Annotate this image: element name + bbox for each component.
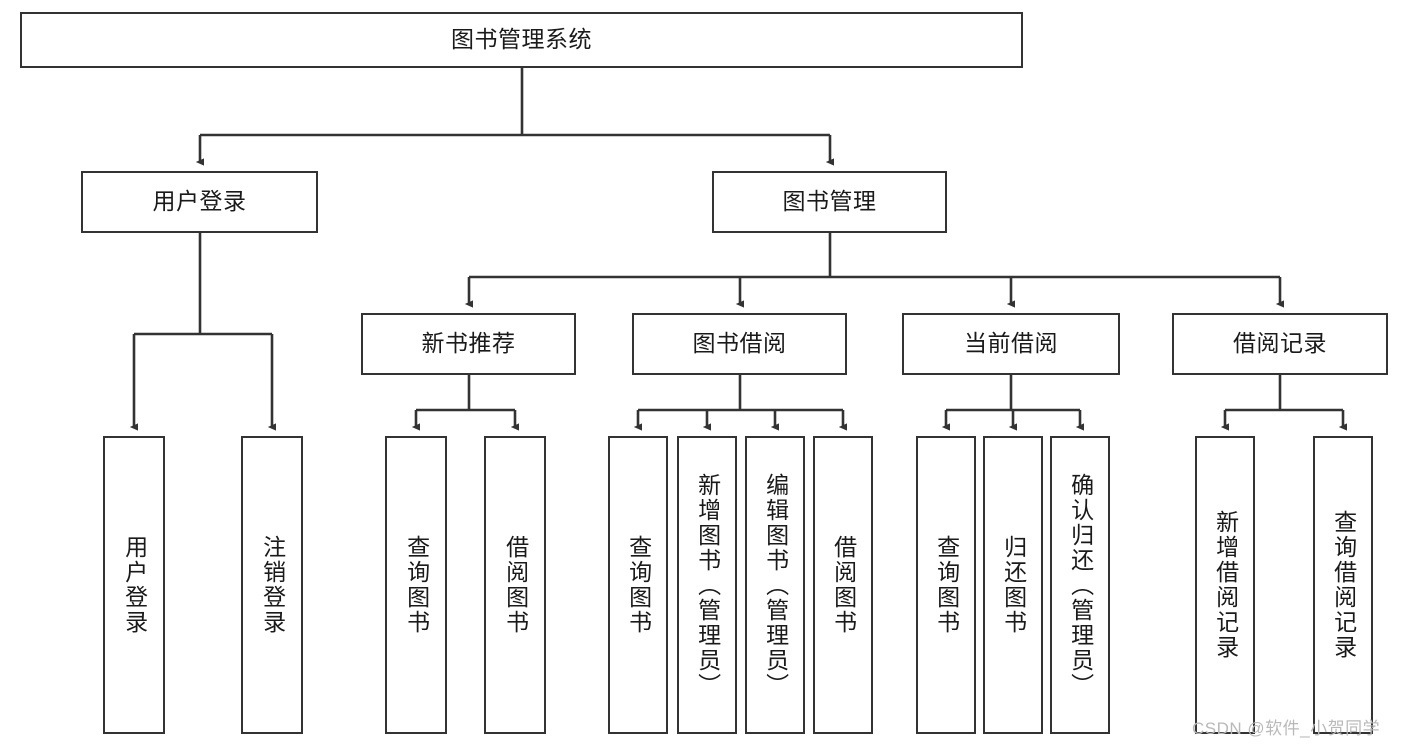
node-label: 借阅记录 (1233, 330, 1327, 357)
node-label: 图书管理系统 (451, 26, 592, 53)
node-label: 编辑图书（管理员） (762, 472, 789, 698)
node-book-manage[interactable]: 图书管理 (712, 171, 947, 233)
node-leaf-query-book-2[interactable]: 查询图书 (608, 436, 668, 734)
node-label: 新增借阅记录 (1212, 510, 1239, 660)
watermark-label: CSDN @软件_小贺同学 (1192, 719, 1381, 738)
node-leaf-add-book[interactable]: 新增图书（管理员） (677, 436, 737, 734)
node-label: 注销登录 (259, 535, 286, 635)
node-label: 查询借阅记录 (1330, 510, 1357, 660)
node-label: 查询图书 (625, 535, 652, 635)
node-root[interactable]: 图书管理系统 (20, 12, 1023, 68)
node-leaf-confirm-return[interactable]: 确认归还（管理员） (1050, 436, 1110, 734)
node-leaf-logout[interactable]: 注销登录 (241, 436, 303, 734)
node-label: 当前借阅 (964, 330, 1058, 357)
node-label: 查询图书 (403, 535, 430, 635)
node-leaf-add-record[interactable]: 新增借阅记录 (1195, 436, 1255, 734)
node-label: 借阅图书 (830, 535, 857, 635)
node-leaf-query-book-3[interactable]: 查询图书 (916, 436, 976, 734)
node-leaf-borrow-book-1[interactable]: 借阅图书 (484, 436, 546, 734)
node-label: 图书借阅 (692, 330, 787, 357)
node-leaf-borrow-book-2[interactable]: 借阅图书 (813, 436, 873, 734)
node-current-borrow[interactable]: 当前借阅 (902, 313, 1120, 375)
node-leaf-return-book[interactable]: 归还图书 (983, 436, 1043, 734)
node-label: 用户登录 (152, 188, 247, 215)
node-label: 新增图书（管理员） (694, 472, 721, 698)
node-book-borrow[interactable]: 图书借阅 (632, 313, 847, 375)
node-leaf-user-login[interactable]: 用户登录 (103, 436, 165, 734)
node-label: 图书管理 (782, 188, 877, 215)
node-label: 归还图书 (1000, 535, 1027, 635)
node-leaf-query-record[interactable]: 查询借阅记录 (1313, 436, 1373, 734)
node-leaf-query-book-1[interactable]: 查询图书 (385, 436, 447, 734)
node-user-login[interactable]: 用户登录 (81, 171, 318, 233)
node-label: 借阅图书 (502, 535, 529, 635)
node-label: 用户登录 (121, 535, 148, 635)
node-leaf-edit-book[interactable]: 编辑图书（管理员） (745, 436, 805, 734)
node-label: 新书推荐 (421, 330, 516, 357)
node-borrow-record[interactable]: 借阅记录 (1172, 313, 1388, 375)
node-label: 确认归还（管理员） (1067, 472, 1094, 698)
node-new-book-recommend[interactable]: 新书推荐 (361, 313, 576, 375)
node-label: 查询图书 (933, 535, 960, 635)
